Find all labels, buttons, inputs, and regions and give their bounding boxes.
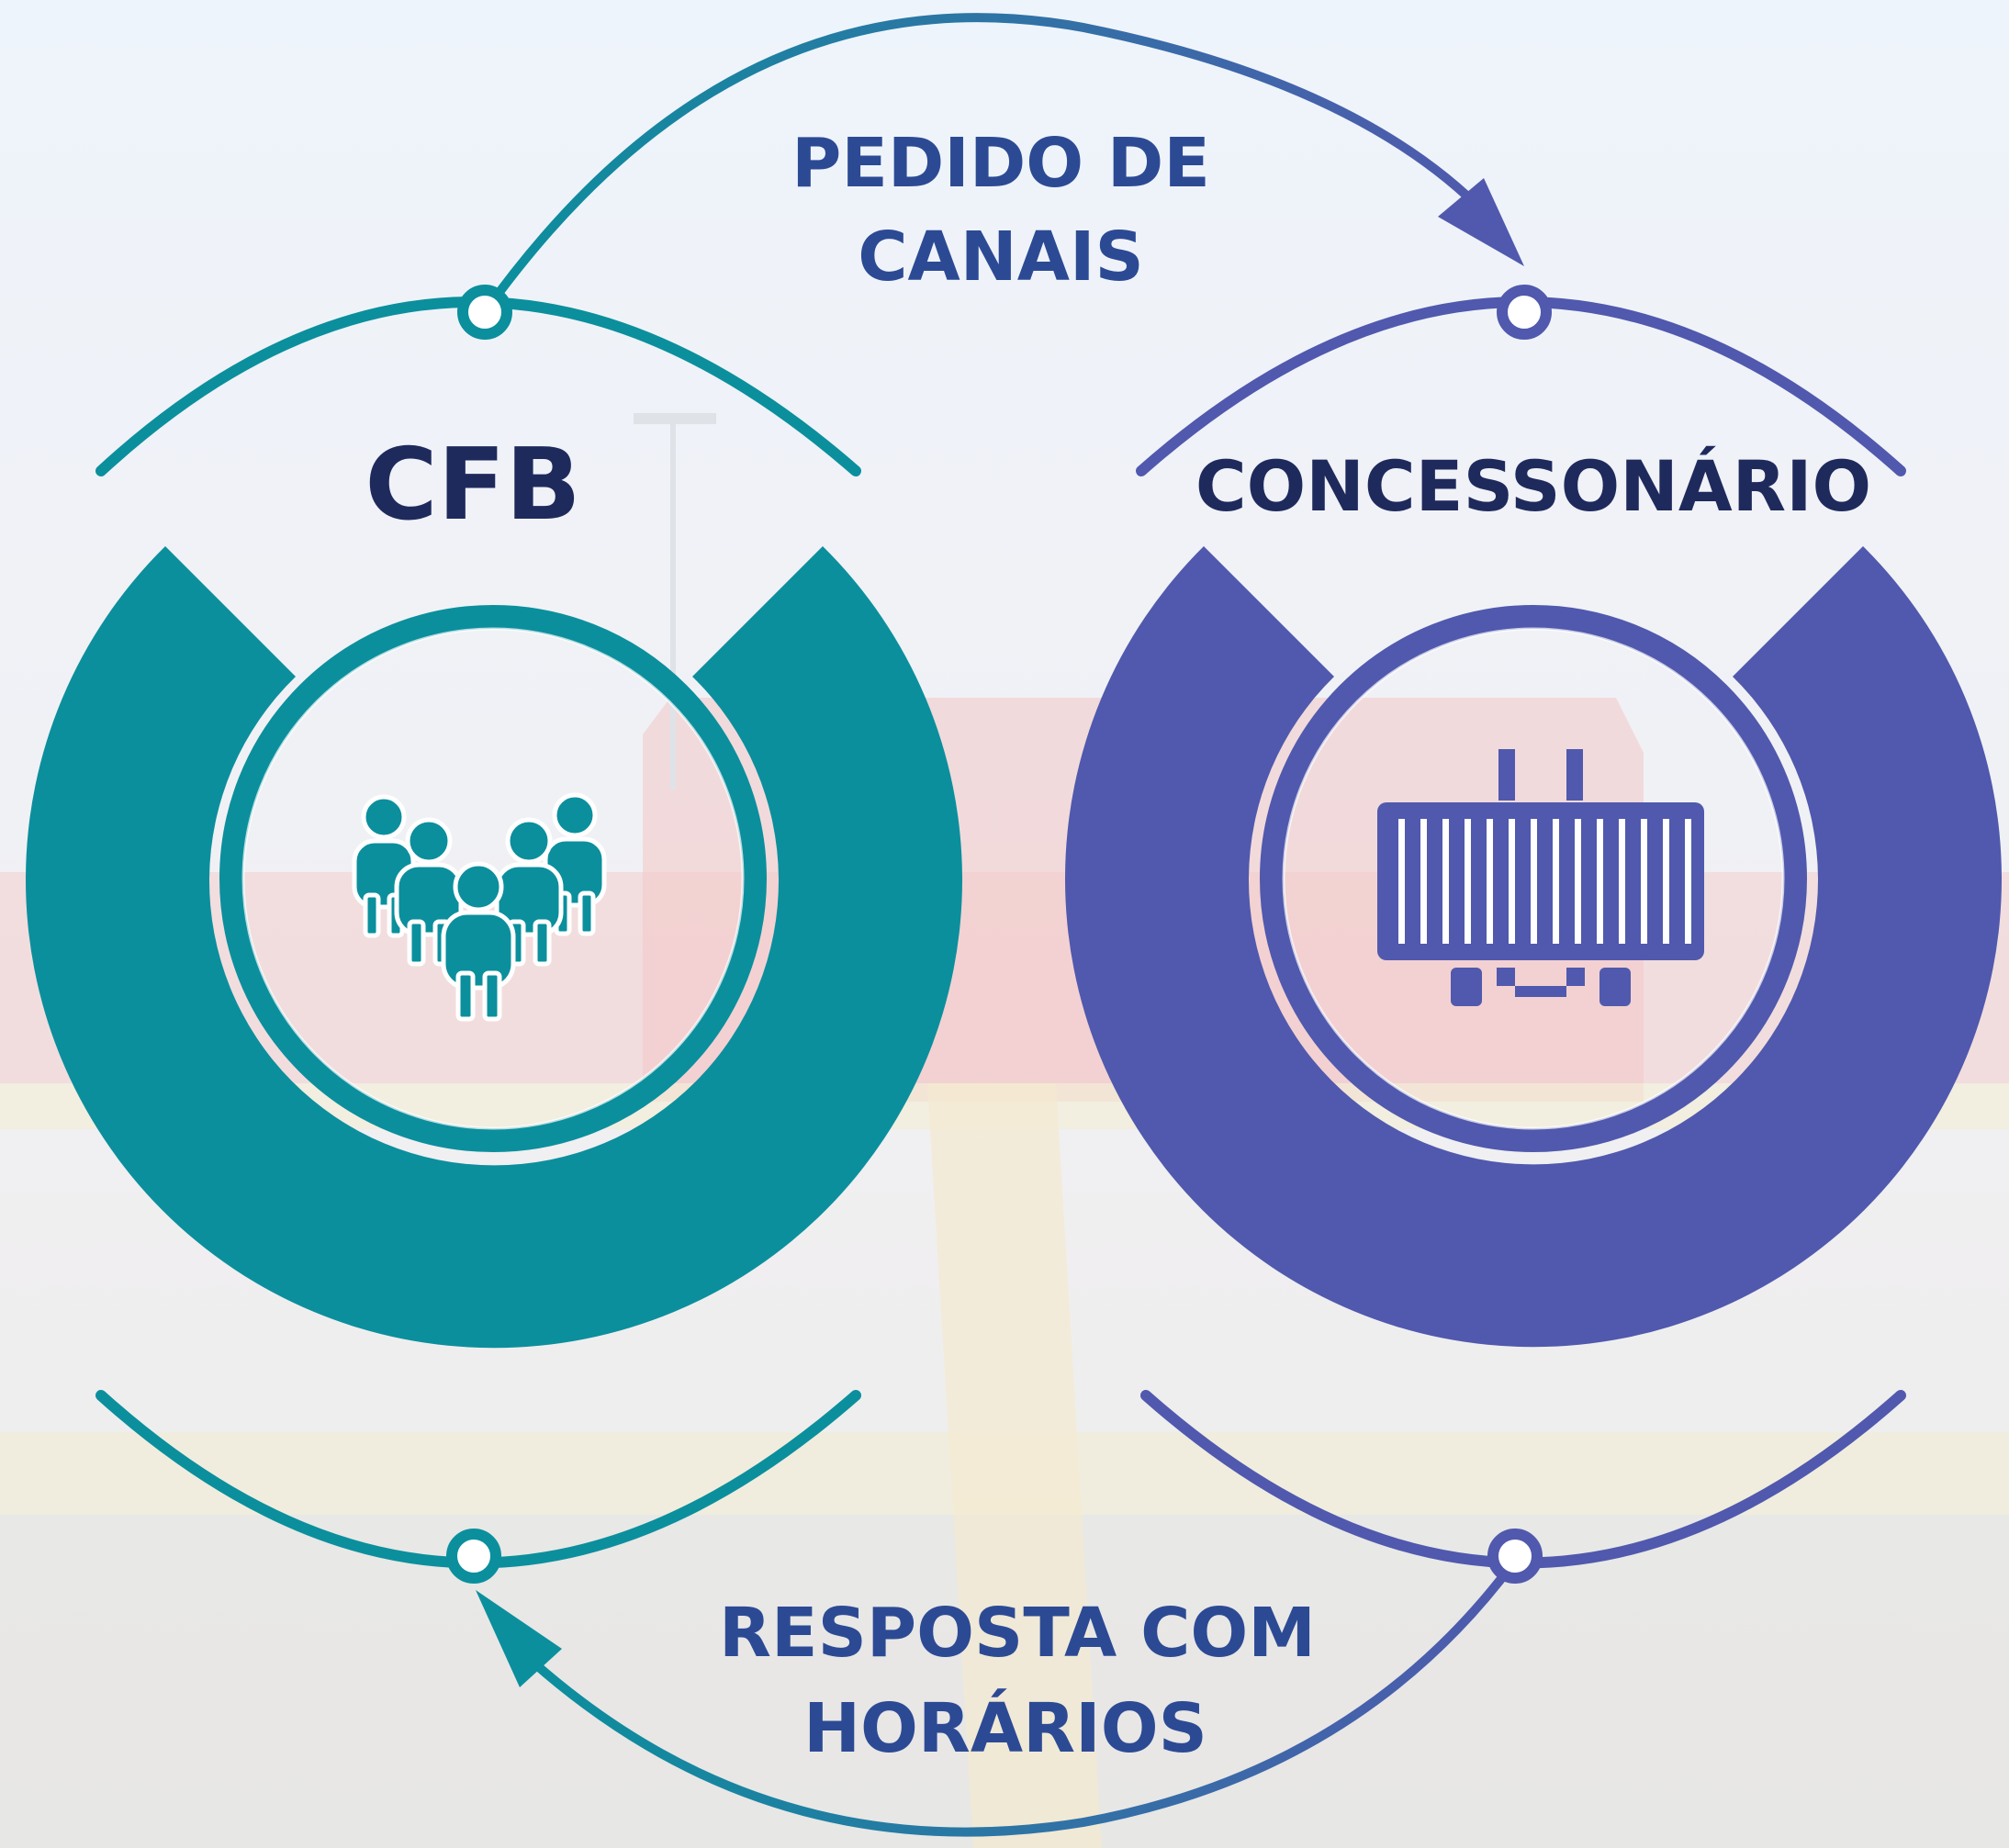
right-top-connector-dot <box>1497 285 1552 340</box>
node-right-title: CONCESSONÁRIO <box>1195 445 1871 527</box>
top-edge-label-line1: PEDIDO DE <box>791 124 1210 203</box>
bottom-edge-label-line2: HORÁRIOS <box>803 1687 1207 1768</box>
left-bottom-connector-dot <box>446 1529 501 1584</box>
left-inner-ring <box>219 605 767 1152</box>
bottom-edge-label: RESPOSTA COM HORÁRIOS <box>719 1594 1316 1768</box>
left-horseshoe-ring <box>26 546 963 1349</box>
top-edge-label-line2: CANAIS <box>858 218 1144 297</box>
top-arrow-head <box>1438 178 1524 266</box>
node-left-title: CFB <box>365 428 580 543</box>
right-inner-ring <box>1260 605 1807 1152</box>
transformer-icon <box>1377 749 1704 1006</box>
right-bottom-connector-dot <box>1487 1529 1543 1584</box>
bottom-flow-arrow <box>476 1556 1520 1837</box>
bottom-arrow-head <box>476 1590 562 1687</box>
top-edge-label: PEDIDO DE CANAIS <box>791 124 1210 297</box>
node-right <box>1065 285 2003 1584</box>
bottom-edge-label-line1: RESPOSTA COM <box>719 1594 1316 1673</box>
node-left <box>26 285 963 1584</box>
people-group-icon <box>352 792 607 1022</box>
right-horseshoe-ring <box>1065 546 2003 1348</box>
top-flow-arrow <box>480 13 1524 317</box>
left-top-connector-dot <box>457 285 512 340</box>
